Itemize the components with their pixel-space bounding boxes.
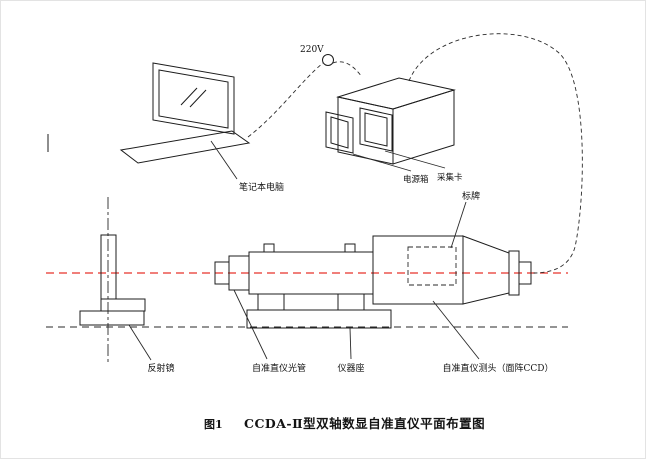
- caption-title: CCDA-Ⅱ型双轴数显自准直仪平面布置图: [244, 416, 485, 431]
- guide-lines: [46, 134, 568, 364]
- laptop-label: 笔记本电脑: [239, 181, 284, 193]
- figure-caption: 图1 CCDA-Ⅱ型双轴数显自准直仪平面布置图: [204, 416, 485, 431]
- capture-card-label: 采集卡: [437, 172, 463, 183]
- power-box-label: 电源箱: [403, 174, 429, 185]
- box-right-face: [392, 89, 455, 165]
- power-box-drawing: 电源箱 采集卡: [325, 77, 463, 185]
- laptop-leader: [210, 140, 238, 180]
- clamp-screw: [263, 243, 275, 253]
- tube-support: [337, 293, 365, 311]
- autocollimator-assembly: [214, 235, 532, 329]
- tube-leader: [233, 289, 268, 360]
- reflector-drawing: [79, 234, 146, 326]
- head-connector: [518, 261, 532, 285]
- caption-number: 图1: [204, 418, 223, 431]
- slot-frame-outer: [359, 107, 393, 152]
- measuring-head-body: [372, 235, 464, 305]
- collimator-tube-label: 自准直仪光管: [252, 362, 306, 374]
- laptop-drawing: [119, 62, 251, 164]
- slot-frame-inner: [364, 112, 388, 147]
- screen-glare-line: [180, 87, 198, 106]
- laptop-label-group: 笔记本电脑: [210, 140, 284, 193]
- head-leader: [432, 300, 480, 360]
- measuring-head-label: 自准直仪测头（面阵CCD）: [443, 362, 554, 374]
- measuring-head-taper: [462, 235, 510, 305]
- nameplate-label: 标牌: [462, 190, 480, 202]
- laptop-keyboard: [119, 130, 251, 164]
- clamp-screw: [344, 243, 356, 253]
- capture-card-leader: [384, 150, 446, 169]
- instrument-base-label: 仪器座: [337, 362, 364, 374]
- power-plug-icon: [322, 54, 334, 66]
- tube-support: [257, 293, 285, 311]
- power-box-leader: [352, 153, 412, 172]
- mirror-base: [79, 310, 145, 326]
- reflector-leader: [128, 324, 152, 361]
- box-top-face: [336, 77, 456, 110]
- instrument-base-plate: [246, 309, 392, 329]
- slot-frame-outer: [325, 111, 354, 154]
- mirror-slab: [100, 234, 117, 300]
- nameplate-leader: [450, 201, 467, 249]
- screen-glare-line: [189, 89, 207, 108]
- laptop-cable: [247, 62, 324, 138]
- bottom-labels: 反射镜 自准直仪光管 仪器座 自准直仪测头（面阵CCD）: [128, 289, 554, 374]
- voltage-label: 220V: [300, 45, 324, 55]
- nameplate-outline: [407, 246, 457, 286]
- laptop-screen-inner: [158, 69, 229, 129]
- slot-frame-inner: [330, 116, 349, 149]
- laptop-screen-outer: [152, 62, 235, 135]
- nameplate-label-group: 标牌: [450, 190, 480, 249]
- base-leader: [349, 327, 352, 360]
- cables: 220V: [247, 33, 583, 274]
- plug-cord: [332, 61, 363, 78]
- reflector-label: 反射镜: [147, 362, 174, 374]
- head-signal-cable: [408, 33, 583, 274]
